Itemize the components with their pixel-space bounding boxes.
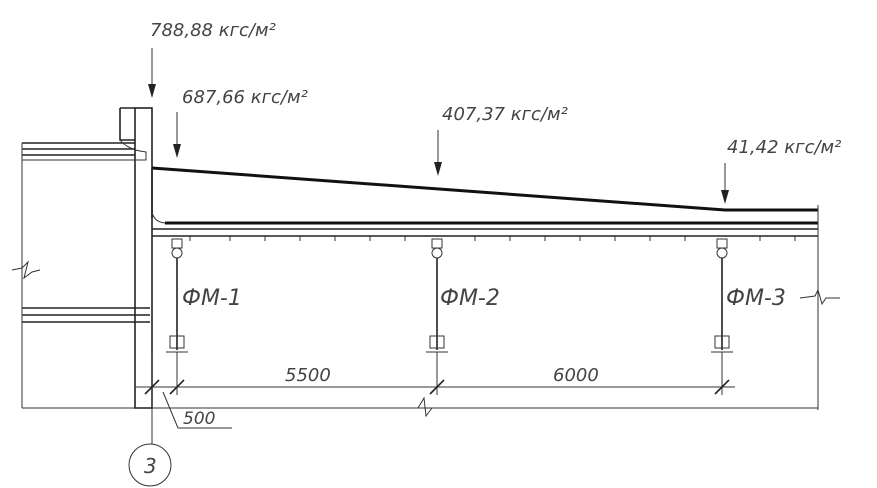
- axis-circle: [128, 443, 172, 487]
- roof-structure: [152, 205, 819, 410]
- load-arrow-2: [173, 112, 181, 158]
- column-joint: [171, 247, 183, 259]
- column-head: [171, 238, 183, 249]
- load-arrow-3: [434, 130, 442, 176]
- dim-label-span-2: 6000: [553, 365, 599, 386]
- column-joint: [431, 247, 443, 259]
- column-head: [431, 238, 443, 249]
- load-label-1: 788,88 кгс/м²: [150, 20, 276, 41]
- wall-column: [134, 107, 153, 409]
- axis-marker-label: 3: [144, 454, 157, 478]
- axis-marker: [128, 408, 172, 487]
- load-label-3: 407,37 кгс/м²: [442, 104, 568, 125]
- existing-building: [11, 107, 153, 409]
- frame-label-fm2: ФМ-2: [440, 286, 500, 311]
- column-joint: [716, 247, 728, 259]
- drift-top-line: [151, 166, 818, 212]
- purlin-ticks: [189, 236, 796, 241]
- dim-break-mark: [417, 396, 433, 418]
- break-mark-right: [799, 288, 840, 306]
- column-head: [716, 238, 728, 249]
- dim-leader-500: [162, 391, 232, 429]
- dimension-line: [22, 352, 818, 429]
- column-fm1: [166, 238, 188, 353]
- load-arrow-1: [148, 48, 156, 98]
- load-label-2: 687,66 кгс/м²: [182, 87, 308, 108]
- slab-haunch: [119, 139, 147, 161]
- drift-corner: [151, 211, 166, 224]
- dim-label-offset: 500: [183, 409, 215, 429]
- break-mark-left: [11, 260, 41, 280]
- frame-label-fm3: ФМ-3: [726, 286, 786, 311]
- load-arrow-4: [721, 163, 729, 204]
- dim-label-span-1: 5500: [285, 365, 331, 386]
- frame-label-fm1: ФМ-1: [182, 286, 242, 311]
- snow-drift: [151, 166, 818, 225]
- parapet: [119, 107, 135, 141]
- load-label-4: 41,42 кгс/м²: [727, 137, 841, 158]
